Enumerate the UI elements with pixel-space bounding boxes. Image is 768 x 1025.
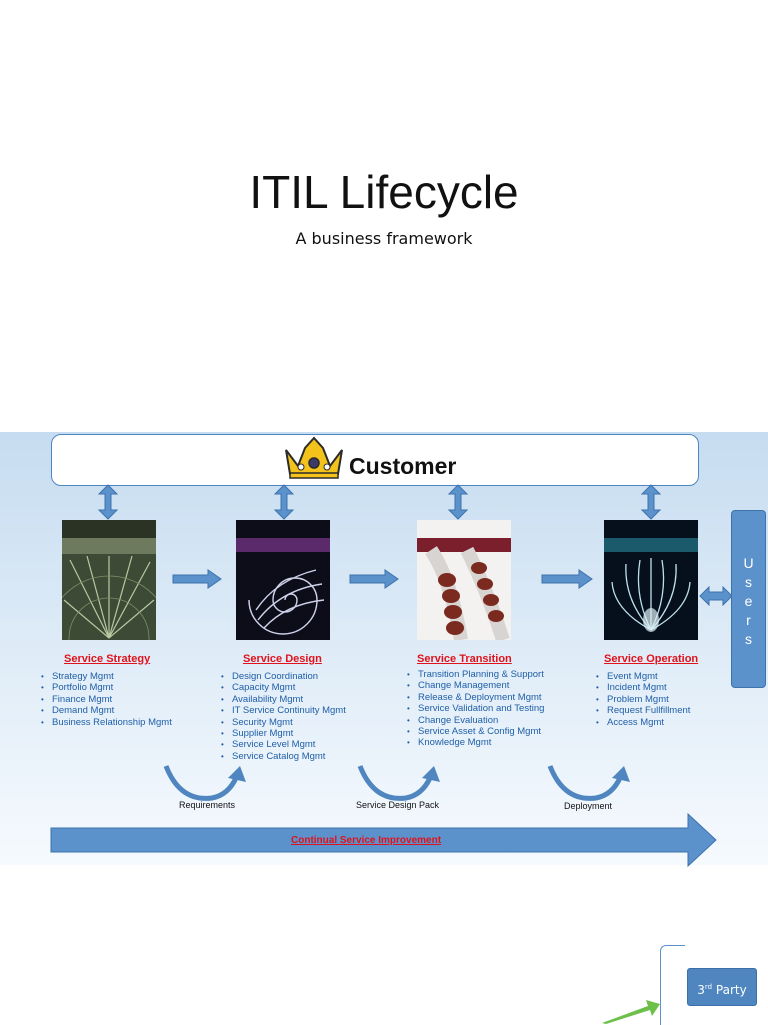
continual-service-improvement-label: Continual Service Improvement (291, 835, 442, 846)
itil-diagram: Customer (0, 432, 768, 867)
list-item: IT Service Continuity Mgmt (221, 705, 346, 717)
list-item: Change Management (407, 680, 544, 692)
design-to-transition-arrow (349, 569, 399, 589)
service-transition-book-cover (417, 520, 511, 640)
users-letter: s (745, 631, 752, 647)
list-item: Demand Mgmt (41, 705, 172, 717)
service-design-pack-curved-arrow (357, 765, 440, 801)
users-box: U s e r s (731, 510, 766, 688)
list-item: Service Validation and Testing (407, 703, 544, 715)
list-item: Service Asset & Config Mgmt (407, 726, 544, 738)
list-item: Finance Mgmt (41, 694, 172, 706)
service-strategy-list: Strategy Mgmt Portfolio Mgmt Finance Mgm… (41, 671, 172, 728)
requirements-label: Requirements (179, 800, 236, 810)
third-party-number: 3 (697, 983, 705, 997)
users-letter: U (743, 555, 754, 571)
users-letter: r (746, 612, 751, 628)
strategy-to-design-arrow (172, 569, 222, 589)
customer-strategy-arrow (97, 484, 119, 520)
third-party-box: 3rd Party (687, 968, 757, 1006)
list-item: Release & Deployment Mgmt (407, 692, 544, 704)
service-design-list: Design Coordination Capacity Mgmt Availa… (221, 671, 346, 763)
crown-icon (285, 436, 343, 479)
users-letter: e (744, 593, 753, 609)
list-item: Business Relationship Mgmt (41, 717, 172, 729)
service-operation-book-cover (604, 520, 698, 640)
continual-service-improvement-arrow (50, 813, 717, 867)
third-party-text: Party (712, 983, 747, 997)
list-item: Availability Mgmt (221, 694, 346, 706)
list-item: Portfolio Mgmt (41, 682, 172, 694)
service-operation-title: Service Operation (604, 653, 699, 665)
requirements-curved-arrow (163, 765, 246, 801)
bracket-line (660, 945, 685, 1025)
list-item: Design Coordination (221, 671, 346, 683)
list-item: Capacity Mgmt (221, 682, 346, 694)
service-operation-list: Event Mgmt Incident Mgmt Problem Mgmt Re… (596, 671, 690, 728)
customer-box (51, 434, 699, 486)
planning-arrow: Planning (602, 1000, 660, 1024)
list-item: Transition Planning & Support (407, 669, 544, 681)
list-item: Incident Mgmt (596, 682, 690, 694)
planning-label: Planning (611, 1010, 647, 1024)
list-item: Service Level Mgmt (221, 739, 346, 751)
customer-design-arrow (273, 484, 295, 520)
deployment-label: Deployment (564, 801, 613, 811)
service-strategy-title: Service Strategy (64, 653, 151, 665)
page-subtitle: A business framework (295, 229, 473, 248)
list-item: Strategy Mgmt (41, 671, 172, 683)
service-design-book-cover (236, 520, 330, 640)
list-item: Knowledge Mgmt (407, 737, 544, 749)
customer-operation-arrow (640, 484, 662, 520)
transition-to-operation-arrow (541, 569, 593, 589)
list-item: Supplier Mgmt (221, 728, 346, 740)
list-item: Problem Mgmt (596, 694, 690, 706)
service-strategy-book-cover (62, 520, 156, 640)
customer-label: Customer (349, 453, 457, 479)
page-title: ITIL Lifecycle (249, 166, 519, 218)
list-item: Service Catalog Mgmt (221, 751, 346, 763)
users-letter: s (745, 574, 752, 590)
customer-transition-arrow (447, 484, 469, 520)
list-item: Request Fullfillment (596, 705, 690, 717)
list-item: Change Evaluation (407, 715, 544, 727)
third-party-ordinal: rd (704, 983, 713, 991)
service-design-title: Service Design (243, 653, 322, 665)
service-transition-list: Transition Planning & Support Change Man… (407, 669, 544, 749)
list-item: Security Mgmt (221, 717, 346, 729)
list-item: Access Mgmt (596, 717, 690, 729)
list-item: Event Mgmt (596, 671, 690, 683)
deployment-curved-arrow (547, 765, 630, 801)
service-design-pack-label: Service Design Pack (356, 800, 440, 810)
service-transition-title: Service Transition (417, 653, 512, 665)
operation-users-arrow (699, 586, 733, 606)
